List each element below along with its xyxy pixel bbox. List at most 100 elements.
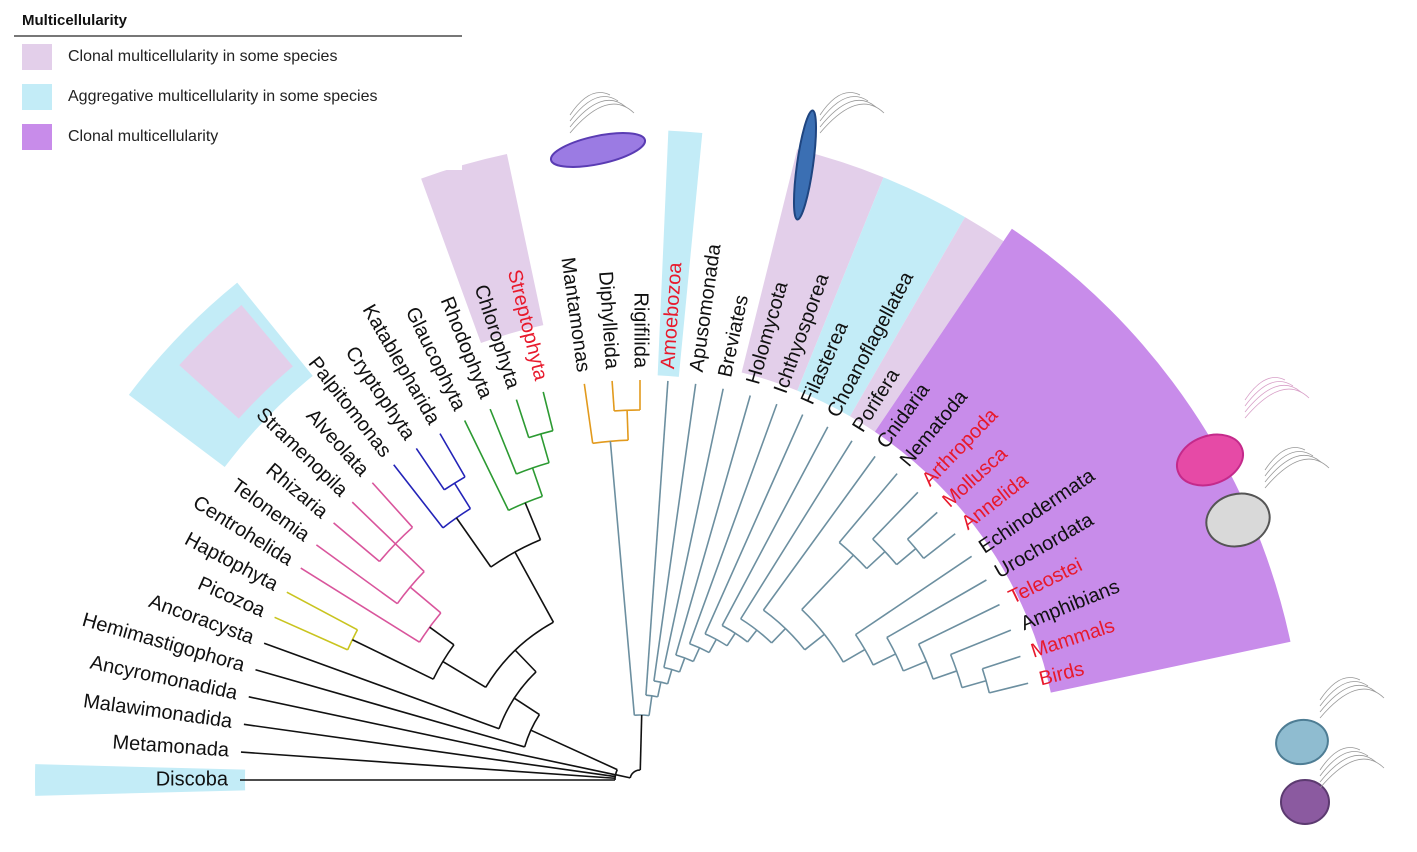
branch bbox=[513, 697, 540, 716]
band-metazoa bbox=[874, 228, 1291, 693]
branch bbox=[626, 410, 629, 441]
branch bbox=[429, 626, 455, 646]
branch bbox=[514, 551, 555, 623]
branch bbox=[866, 550, 886, 570]
legend-swatch bbox=[22, 44, 52, 70]
branch bbox=[315, 544, 398, 605]
branch bbox=[615, 773, 631, 779]
illustrations bbox=[549, 92, 1385, 825]
branch bbox=[663, 388, 724, 668]
branch bbox=[872, 653, 896, 666]
branch bbox=[352, 639, 434, 680]
branch bbox=[274, 616, 348, 651]
branch-arc bbox=[704, 633, 728, 647]
branch bbox=[371, 482, 414, 528]
branch bbox=[514, 649, 537, 673]
flagellum bbox=[1319, 677, 1361, 701]
flagellum bbox=[1319, 758, 1385, 789]
branch bbox=[351, 501, 396, 545]
flagellum bbox=[1264, 451, 1314, 477]
branch bbox=[648, 695, 653, 716]
branch bbox=[442, 660, 487, 688]
legend: Multicellularity Clonal multicellularity… bbox=[14, 10, 462, 170]
legend-title: Multicellularity bbox=[14, 10, 462, 37]
branch bbox=[248, 696, 616, 776]
branch bbox=[678, 657, 686, 673]
branch bbox=[530, 729, 618, 771]
branch bbox=[872, 491, 919, 540]
branch bbox=[932, 670, 958, 680]
branch-arc bbox=[663, 666, 680, 673]
branch bbox=[950, 629, 1012, 656]
branch bbox=[902, 660, 927, 672]
branch bbox=[923, 533, 956, 559]
branch-arc bbox=[721, 624, 749, 643]
branch-arc bbox=[949, 654, 963, 688]
branch bbox=[609, 441, 636, 716]
legend-label: Clonal multicellularity in some species bbox=[68, 48, 338, 65]
trichoplax-cell-icon bbox=[1176, 433, 1244, 487]
band-archaeplastida bbox=[421, 153, 544, 344]
branch bbox=[645, 380, 669, 696]
red-alga-icon bbox=[549, 132, 647, 168]
branch bbox=[708, 638, 718, 653]
flagellum bbox=[569, 96, 619, 122]
branch-arc bbox=[418, 612, 442, 643]
taxon-label-metamonada: Metamonada bbox=[112, 731, 231, 761]
branch bbox=[243, 723, 616, 778]
flagellum bbox=[819, 103, 885, 134]
taxon-label-amoebozoa: Amoebozoa bbox=[657, 261, 686, 370]
branch bbox=[961, 680, 987, 689]
legend-item-clonal-some: Clonal multicellularity in some species bbox=[14, 37, 462, 77]
branch-arc bbox=[614, 409, 641, 412]
flagellum bbox=[1244, 388, 1310, 419]
branch-arc bbox=[629, 769, 641, 779]
branch-arc bbox=[432, 644, 455, 680]
group-bands bbox=[34, 130, 1291, 796]
taxon-label-diphylleida: Diphylleida bbox=[594, 271, 623, 371]
branch bbox=[415, 447, 445, 491]
branch bbox=[704, 414, 804, 635]
branch bbox=[675, 395, 752, 656]
branch bbox=[855, 555, 973, 636]
flagellum bbox=[569, 92, 611, 116]
branch-arc bbox=[740, 618, 773, 644]
branch bbox=[801, 554, 854, 611]
branch bbox=[804, 633, 825, 651]
branch bbox=[918, 603, 1000, 645]
branch bbox=[982, 655, 1021, 670]
branch bbox=[393, 464, 444, 529]
flagellum bbox=[1264, 447, 1306, 471]
branch-arc bbox=[838, 541, 868, 570]
branch bbox=[639, 715, 643, 771]
legend-item-aggregative: Aggregative multicellularity in some spe… bbox=[14, 77, 462, 117]
band-filasterea bbox=[797, 177, 965, 417]
flagellum bbox=[1264, 454, 1322, 483]
branch bbox=[531, 467, 544, 497]
branch-arc bbox=[634, 714, 650, 717]
branch bbox=[489, 408, 518, 475]
taxon-label-discoba: Discoba bbox=[156, 768, 229, 790]
branch bbox=[455, 517, 492, 568]
amoeba-icon bbox=[792, 109, 818, 221]
legend-swatch bbox=[22, 84, 52, 110]
branch bbox=[906, 511, 938, 540]
branch bbox=[439, 433, 466, 478]
branch bbox=[453, 482, 472, 510]
band-choanoflagellatea bbox=[850, 217, 1004, 432]
flagellum bbox=[1264, 458, 1330, 489]
blue-cell-icon bbox=[1275, 718, 1329, 766]
branch bbox=[740, 440, 853, 620]
flagellum bbox=[1319, 751, 1369, 777]
branch bbox=[263, 642, 500, 730]
band-amoebozoa bbox=[657, 130, 703, 377]
branch-arc bbox=[872, 538, 898, 566]
flagellum bbox=[569, 99, 627, 128]
branch bbox=[409, 586, 442, 614]
flagellum bbox=[569, 103, 635, 134]
branch bbox=[771, 627, 787, 644]
legend-swatch bbox=[22, 124, 52, 150]
branch bbox=[540, 433, 550, 464]
flagellum bbox=[819, 99, 877, 128]
